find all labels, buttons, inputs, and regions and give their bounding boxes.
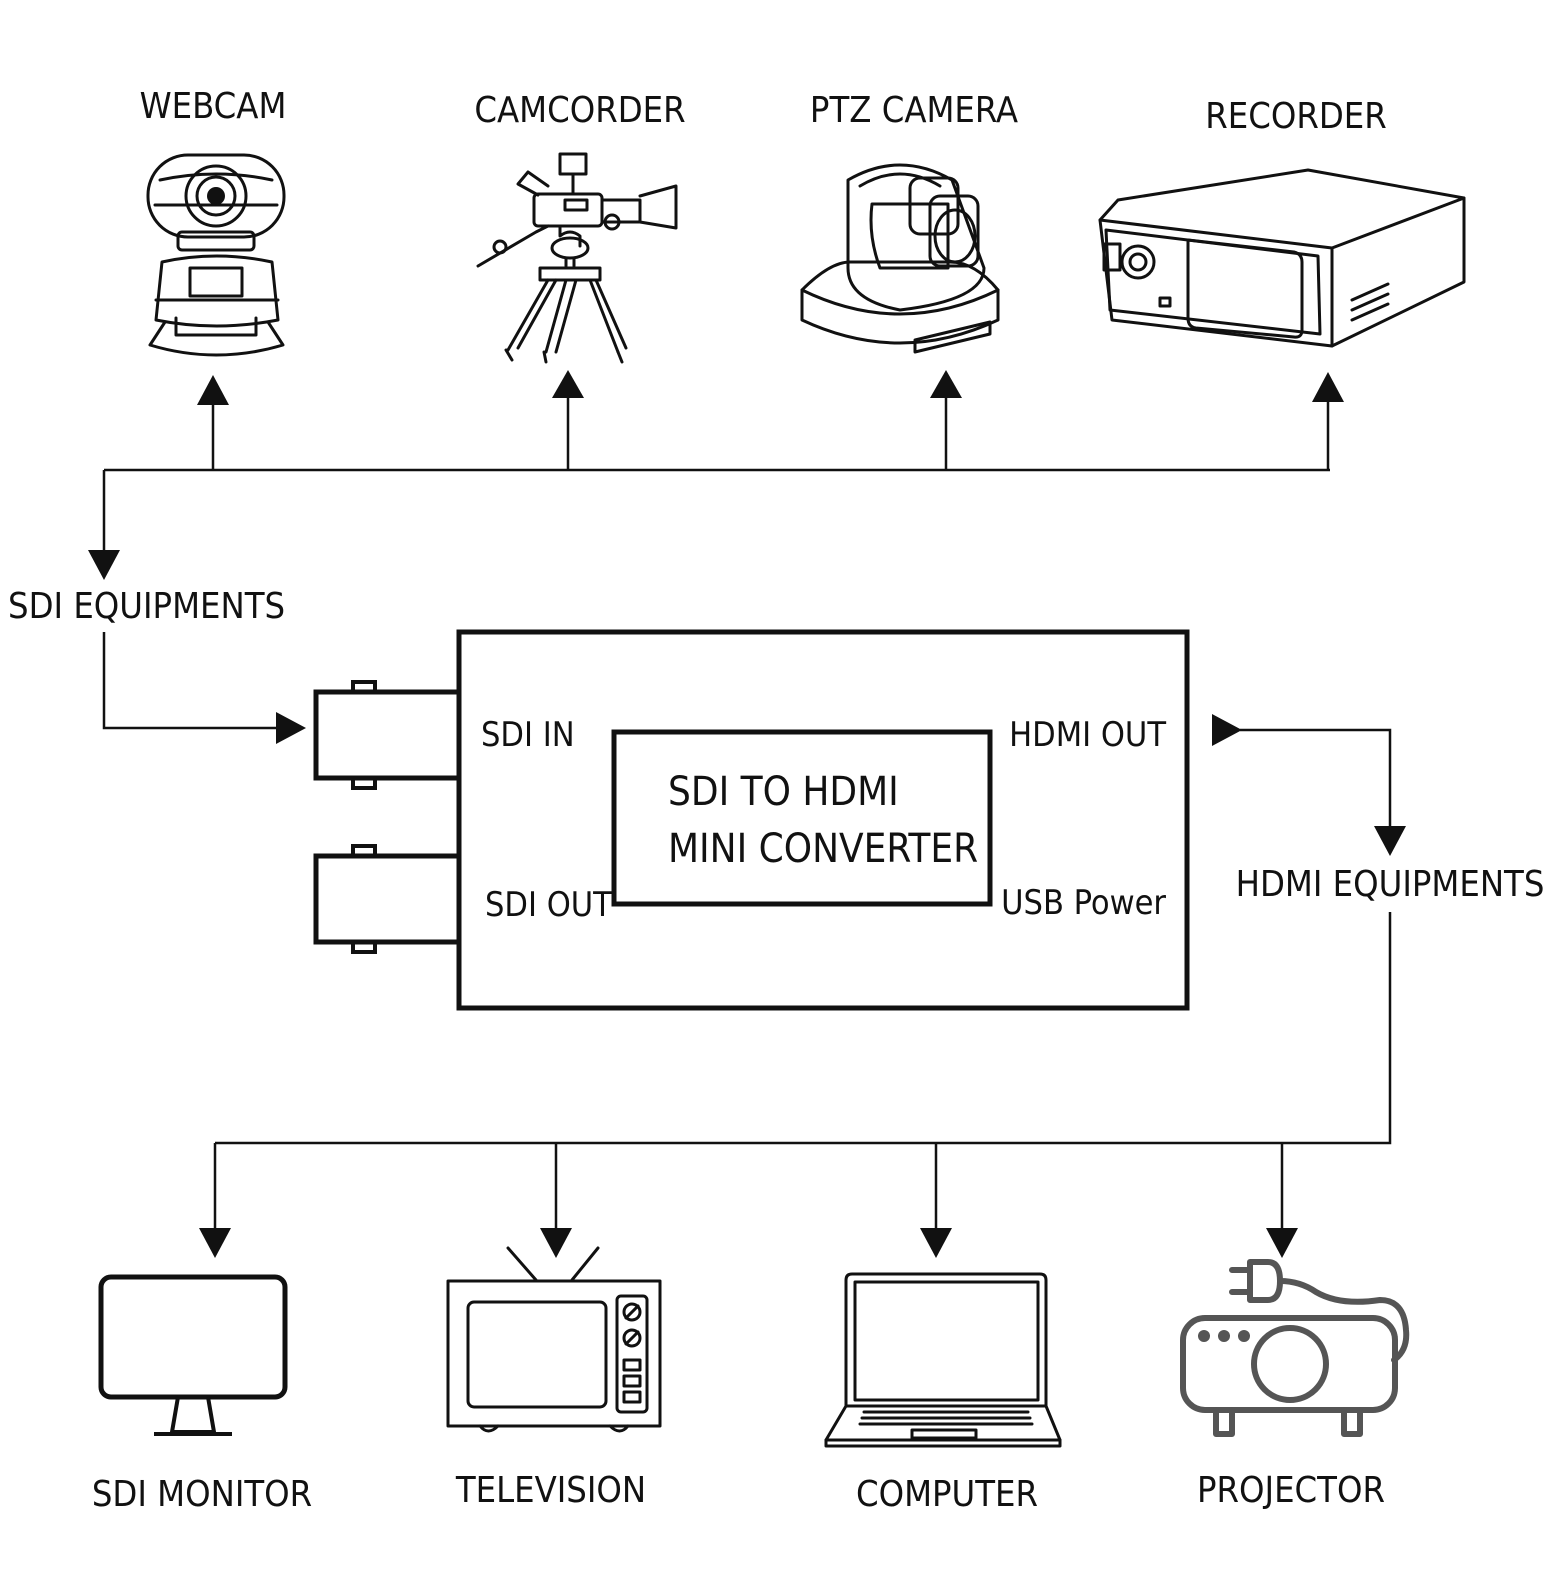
arrow-right-sdi-in (276, 712, 306, 744)
recorder-icon (1098, 168, 1466, 348)
source-bus (88, 370, 1344, 580)
label-sdi-in: SDI IN (481, 715, 575, 755)
label-recorder: RECORDER (1205, 96, 1386, 137)
label-webcam: WEBCAM (140, 86, 287, 127)
label-computer: COMPUTER (856, 1474, 1038, 1515)
label-camcorder: CAMCORDER (474, 90, 685, 131)
sdi-in-connector (313, 680, 462, 790)
arrow-down-computer (920, 1228, 952, 1258)
arrow-up-recorder (1312, 372, 1344, 402)
arrow-up-ptz (930, 370, 962, 398)
laptop-icon (824, 1272, 1062, 1448)
arrow-down-monitor (199, 1228, 231, 1258)
arrow-up-camcorder (552, 370, 584, 398)
sdi-input-line (102, 632, 278, 730)
projector-icon (1180, 1259, 1410, 1437)
television-icon (446, 1246, 662, 1433)
label-sdi-monitor: SDI MONITOR (92, 1474, 312, 1515)
output-bus (199, 912, 1392, 1258)
converter-box (313, 629, 1190, 1011)
monitor-icon (98, 1274, 288, 1436)
arrow-down-sdi-equipments (88, 550, 120, 580)
ptz-camera-icon (800, 163, 1000, 354)
label-hdmi-equipments: HDMI EQUIPMENTS (1236, 864, 1545, 905)
label-ptz-camera: PTZ CAMERA (810, 90, 1018, 131)
label-hdmi-out: HDMI OUT (1009, 715, 1166, 755)
label-sdi-equipments: SDI EQUIPMENTS (8, 586, 285, 627)
sdi-out-connector (313, 844, 462, 954)
converter-title-line1: SDI TO HDMI (668, 769, 899, 815)
label-sdi-out: SDI OUT (485, 885, 612, 925)
label-usb-power: USB Power (1001, 883, 1166, 923)
label-television: TELEVISION (455, 1470, 646, 1511)
webcam-icon (146, 153, 286, 357)
arrow-up-webcam (197, 375, 229, 405)
hdmi-output-line (1240, 728, 1392, 830)
arrow-down-hdmi-equipments (1374, 826, 1406, 856)
arrow-right-hdmi-out (1212, 714, 1242, 746)
camcorder-icon (476, 152, 678, 364)
arrow-down-projector (1266, 1228, 1298, 1258)
label-projector: PROJECTOR (1197, 1470, 1385, 1511)
arrow-down-television (540, 1228, 572, 1258)
converter-title-line2: MINI CONVERTER (668, 826, 978, 872)
